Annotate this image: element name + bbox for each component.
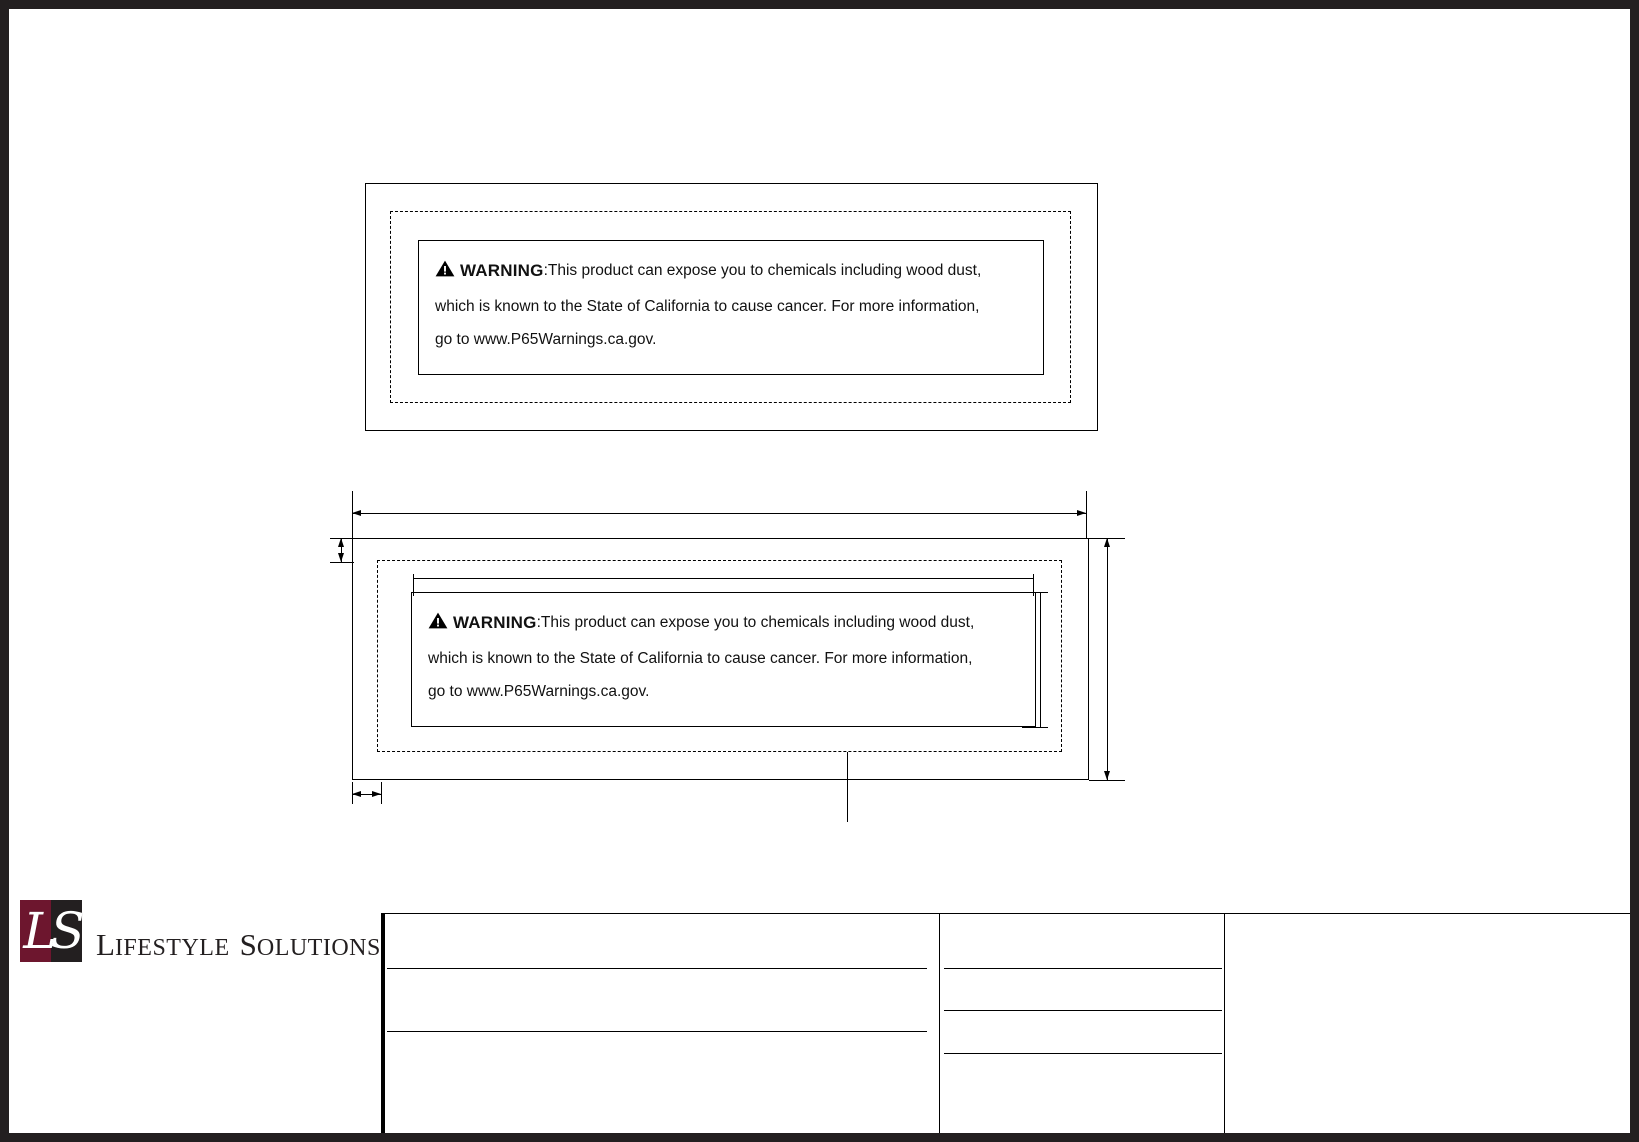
top-view-warning-label: WARNING : This product can expose you to… — [418, 240, 1044, 375]
title-block-middle-rule-1 — [944, 968, 1222, 969]
sheet-background — [9, 9, 1630, 1133]
dim-inner-ext-right — [1033, 574, 1034, 596]
logo-word-ifestyle: IFESTYLE — [114, 935, 230, 961]
logo-square-left — [20, 900, 51, 962]
warning-triangle-icon — [428, 612, 448, 633]
warning-line-1: WARNING : This product can expose you to… — [428, 612, 1019, 633]
dim-line-top-margin — [341, 538, 342, 562]
bottom-view-safety-margin — [377, 560, 1062, 752]
warning-heading: WARNING — [453, 612, 537, 632]
dim-lm-ext-right — [381, 782, 382, 804]
warning-colon: : — [543, 261, 548, 279]
dim-inner-ext-h-top — [1022, 592, 1048, 593]
title-block-left-border — [381, 913, 385, 1133]
warning-line-3: go to www.P65Warnings.ca.gov. — [428, 683, 650, 700]
leader-line — [847, 752, 848, 822]
dim-line-overall-height — [1107, 538, 1108, 780]
title-block-middle-rule-2 — [944, 1010, 1222, 1011]
dim-arrow-left — [352, 509, 361, 516]
bottom-view-warning-label: WARNING : This product can expose you to… — [411, 592, 1036, 727]
warning-line-1: WARNING : This product can expose you to… — [435, 260, 1027, 281]
logo-word-s: S — [239, 927, 257, 962]
title-block-column-divider-2 — [1224, 913, 1225, 1133]
top-view-outer-boundary — [365, 183, 1098, 431]
title-block-column-divider-1 — [939, 913, 940, 1133]
title-block-top-border — [381, 913, 1630, 914]
logo-word-olutions: OLUTIONS — [256, 935, 381, 961]
logo-monogram-mark: LS — [20, 900, 85, 962]
dim-ext-line-right — [1086, 491, 1087, 539]
logo-monogram-letters: LS — [23, 902, 84, 960]
dim-arrow-right — [1077, 509, 1086, 516]
title-block-left-rule-1 — [387, 968, 927, 969]
warning-text-block-2: WARNING : This product can expose you to… — [412, 593, 1035, 726]
warning-triangle-icon — [435, 260, 455, 281]
top-view-safety-margin — [390, 211, 1071, 403]
warning-colon: : — [536, 613, 541, 631]
title-block-left-rule-2 — [387, 1031, 927, 1032]
dim-arrow-h-up — [1103, 538, 1110, 547]
dim-line-inner-height — [1040, 592, 1041, 727]
logo-square-right — [51, 900, 82, 962]
bottom-view-outer-boundary — [352, 538, 1089, 780]
warning-line-2: which is known to the State of Californi… — [428, 649, 973, 667]
warning-text-block: WARNING : This product can expose you to… — [419, 241, 1043, 374]
dim-inner-ext-left — [413, 574, 414, 596]
dim-arrow-lm-right — [372, 790, 381, 797]
dim-arrow-down — [337, 553, 344, 562]
dim-arrow-up — [337, 538, 344, 547]
dim-arrow-h-down — [1103, 771, 1110, 780]
warning-line-1-text: This product can expose you to chemicals… — [540, 613, 975, 631]
dim-line-left-margin — [352, 794, 381, 795]
title-block-middle-rule-3 — [944, 1053, 1222, 1054]
warning-line-2: which is known to the State of Californi… — [435, 297, 980, 315]
warning-line-3: go to www.P65Warnings.ca.gov. — [435, 331, 657, 348]
warning-heading: WARNING — [460, 260, 544, 280]
dim-line-overall-width — [352, 513, 1086, 514]
dim-inner-ext-h-bottom — [1022, 727, 1048, 728]
logo-word-l: L — [96, 927, 115, 962]
dim-ext-line-bottom — [330, 562, 354, 563]
dim-ext-line-h-bottom — [1089, 780, 1125, 781]
warning-line-1-text: This product can expose you to chemicals… — [547, 261, 982, 279]
dim-line-inner-width — [413, 578, 1033, 579]
dim-arrow-lm-left — [352, 790, 361, 797]
